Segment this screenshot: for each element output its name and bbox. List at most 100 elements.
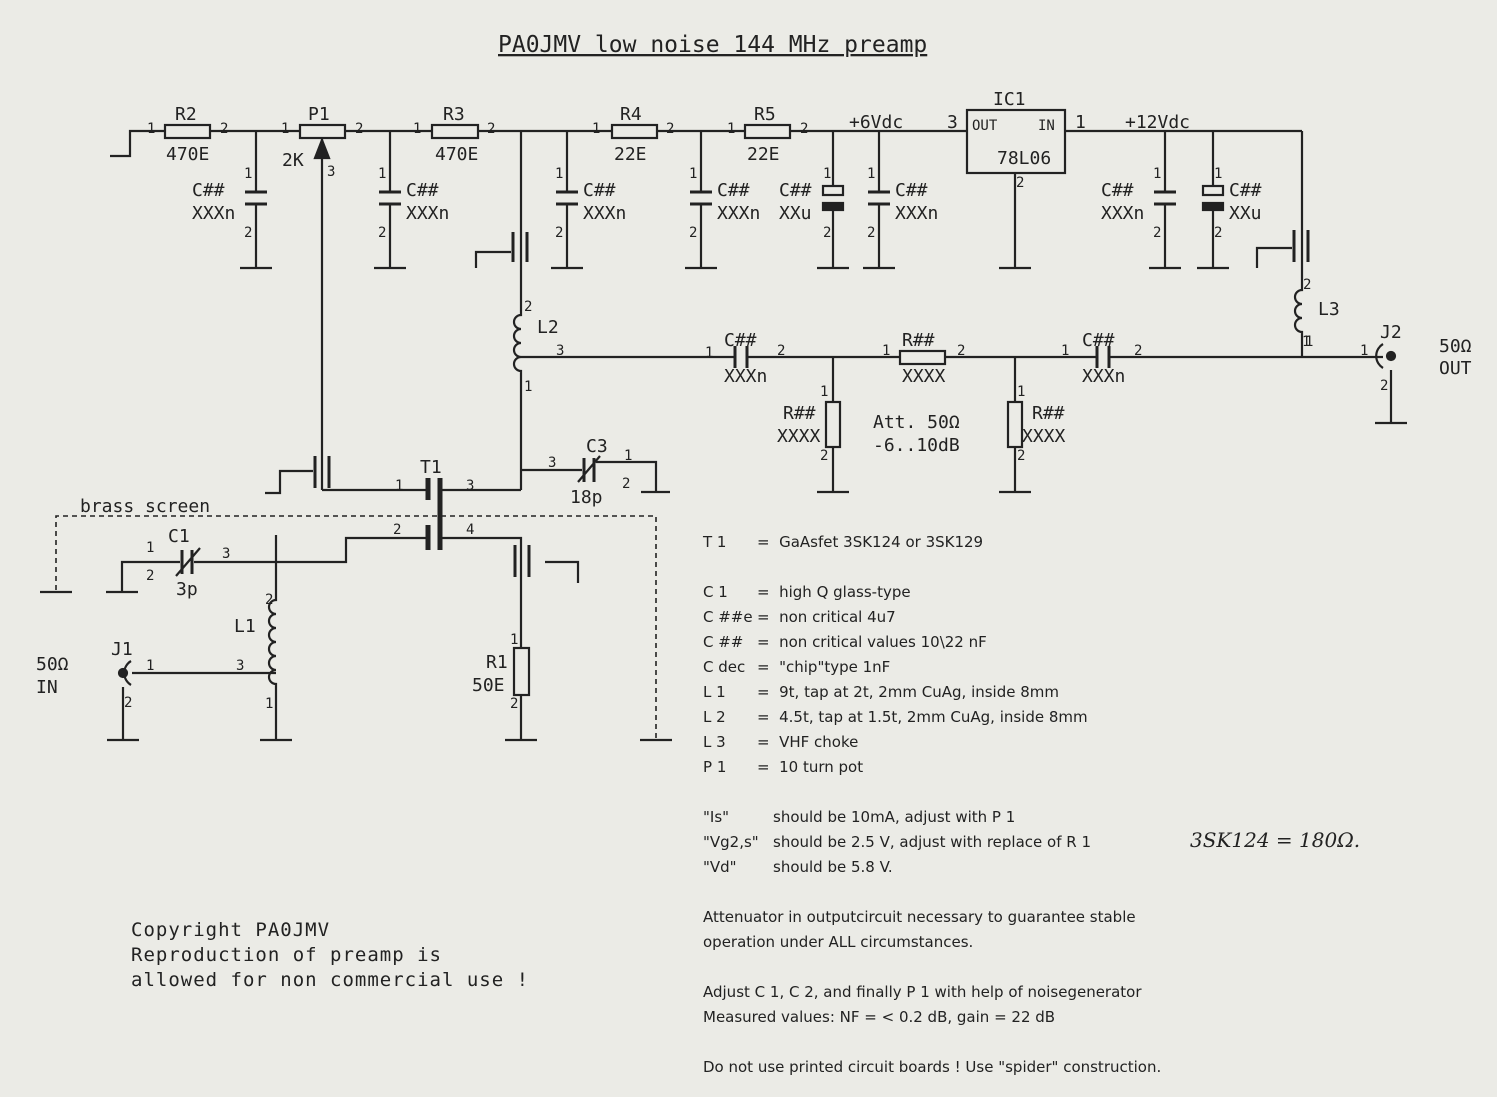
svg-text:R##: R##	[902, 330, 935, 351]
svg-text:3: 3	[556, 343, 564, 359]
svg-text:50E: 50E	[472, 675, 505, 696]
svg-text:1: 1	[147, 121, 155, 137]
svg-text:2: 2	[1134, 343, 1142, 359]
connector-j1: J1 1 2 50Ω IN	[36, 639, 154, 742]
svg-text:1: 1	[1075, 112, 1086, 133]
svg-text:2: 2	[487, 121, 495, 137]
svg-text:T1: T1	[420, 457, 442, 478]
copyright-line: Reproduction of preamp is	[131, 944, 442, 966]
inductor-l2: L2 2 3 1	[512, 299, 735, 490]
svg-text:1: 1	[820, 384, 828, 400]
svg-text:1: 1	[705, 345, 713, 361]
electrolytic-cap-12v: C## XXu 1 2	[1197, 166, 1262, 270]
note-row: T 1= GaAsfet 3SK124 or 3SK129	[703, 533, 984, 551]
feedthrough-cap-l3	[1255, 230, 1310, 268]
svg-text:L2: L2	[537, 317, 559, 338]
text-line: Do not use printed circuit boards ! Use …	[703, 1058, 1162, 1076]
decoupling-capacitors: C##XXXn12C##XXXn12C##XXXn12C##XXXn12C##X…	[192, 166, 1181, 270]
regulator-ic1: IC1 OUT IN 78L06 3 1 2	[947, 89, 1086, 270]
svg-text:J1: J1	[111, 639, 133, 660]
svg-text:XXXX: XXXX	[1022, 426, 1066, 447]
svg-text:2: 2	[1016, 175, 1024, 191]
svg-text:1: 1	[1153, 166, 1161, 182]
feedthrough-cap-p1	[265, 456, 331, 495]
attenuator-label: Att. 50Ω	[873, 412, 960, 433]
svg-text:2: 2	[555, 225, 563, 241]
svg-text:1: 1	[1302, 334, 1310, 350]
svg-text:2: 2	[1380, 378, 1388, 394]
svg-text:3: 3	[327, 164, 335, 180]
inductor-l3: L3 2 1	[1293, 277, 1340, 357]
svg-text:2: 2	[622, 476, 630, 492]
svg-text:4: 4	[466, 522, 474, 538]
svg-text:1: 1	[244, 166, 252, 182]
svg-text:1: 1	[689, 166, 697, 182]
decoupling-capacitor: C##XXXn 1 2	[551, 166, 626, 270]
svg-text:1: 1	[510, 632, 518, 648]
svg-text:2: 2	[867, 225, 875, 241]
svg-text:18p: 18p	[570, 487, 603, 508]
svg-text:OUT: OUT	[972, 118, 998, 134]
svg-text:XXXn: XXXn	[583, 203, 626, 224]
svg-text:L1: L1	[234, 616, 256, 637]
inductor-l1: L1 2 3 1	[132, 562, 292, 742]
svg-text:1: 1	[413, 121, 421, 137]
svg-text:2: 2	[244, 225, 252, 241]
svg-text:1: 1	[1017, 384, 1025, 400]
svg-text:2: 2	[510, 696, 518, 712]
svg-text:3: 3	[222, 546, 230, 562]
svg-text:XXu: XXu	[1229, 203, 1262, 224]
svg-text:1: 1	[265, 696, 273, 712]
text-line: Measured values: NF = < 0.2 dB, gain = 2…	[703, 1008, 1056, 1026]
svg-text:C##: C##	[406, 180, 439, 201]
svg-text:2: 2	[393, 522, 401, 538]
rail-6v-label: +6Vdc	[849, 112, 903, 133]
transistor-t1: T1 1 3 2 4	[274, 457, 523, 648]
output-network: C## XXXn C## XXXn R## XXXX R## XXXX R## …	[705, 330, 1383, 494]
svg-text:1: 1	[727, 121, 735, 137]
svg-text:3: 3	[947, 112, 958, 133]
svg-text:2: 2	[220, 121, 228, 137]
note-row: C dec= "chip"type 1nF	[703, 658, 891, 676]
connector-j2: J2 1 2 50Ω OUT	[1360, 322, 1472, 425]
svg-text:IC1: IC1	[993, 89, 1026, 110]
note-row: L 2= 4.5t, tap at 1.5t, 2mm CuAg, inside…	[703, 708, 1088, 726]
svg-text:R2: R2	[175, 104, 197, 125]
text-line: Attenuator in outputcircuit necessary to…	[703, 908, 1136, 926]
adjust-row: "Is"should be 10mA, adjust with P 1	[703, 808, 1016, 826]
svg-text:3: 3	[548, 455, 556, 471]
feedthrough-cap-r1	[513, 545, 580, 583]
resistor-r2: R2 470E 1 2	[147, 104, 228, 165]
svg-text:22E: 22E	[747, 144, 780, 165]
component-notes: T 1= GaAsfet 3SK124 or 3SK129 C 1= high …	[703, 530, 1161, 1080]
svg-text:XXXn: XXXn	[717, 203, 760, 224]
svg-text:C##: C##	[1082, 330, 1115, 351]
svg-text:2: 2	[146, 568, 154, 584]
svg-text:C##: C##	[583, 180, 616, 201]
svg-text:2: 2	[820, 448, 828, 464]
svg-text:2: 2	[524, 299, 532, 315]
note-row: L 1= 9t, tap at 2t, 2mm CuAg, inside 8mm	[703, 683, 1060, 701]
svg-text:50Ω: 50Ω	[1439, 336, 1472, 357]
svg-text:P1: P1	[308, 104, 330, 125]
svg-text:XXu: XXu	[779, 203, 812, 224]
trimmer-c3: C3 18p 3 1 2	[521, 436, 670, 508]
brass-screen: brass screen	[40, 496, 672, 742]
svg-text:78L06: 78L06	[997, 148, 1051, 169]
page-title: PA0JMV low noise 144 MHz preamp	[498, 32, 927, 58]
svg-text:brass screen: brass screen	[80, 496, 210, 517]
svg-text:470E: 470E	[435, 144, 478, 165]
svg-text:2: 2	[1017, 448, 1025, 464]
svg-text:2: 2	[666, 121, 674, 137]
svg-text:470E: 470E	[166, 144, 209, 165]
svg-text:J2: J2	[1380, 322, 1402, 343]
trimmer-c1: C1 3p 1 2 3	[106, 526, 276, 600]
svg-text:2K: 2K	[282, 150, 304, 171]
svg-text:1: 1	[555, 166, 563, 182]
svg-text:2: 2	[777, 343, 785, 359]
svg-text:2: 2	[1303, 277, 1311, 293]
svg-text:R##: R##	[1032, 403, 1065, 424]
text-line: operation under ALL circumstances.	[703, 933, 974, 951]
